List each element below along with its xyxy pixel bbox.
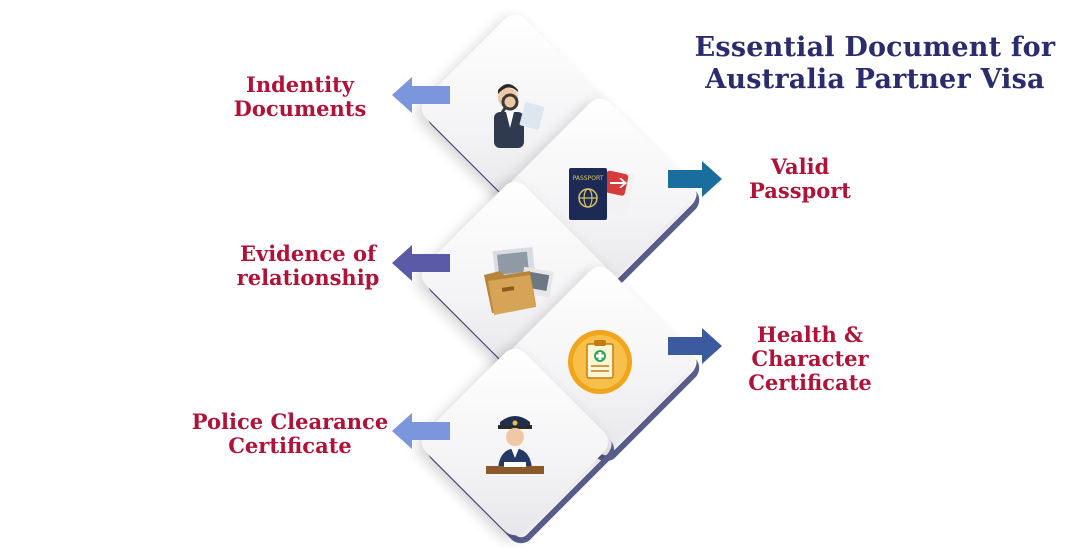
label-line: Certificate <box>228 433 352 458</box>
label-line: Documents <box>233 96 367 121</box>
title-line-1: Essential Document for <box>694 32 1056 63</box>
arrow-right-2 <box>668 161 722 197</box>
label-line: Character <box>751 346 869 371</box>
label-line: Passport <box>749 178 851 203</box>
label-line: Police Clearance <box>191 409 389 434</box>
diamond-police <box>416 343 620 549</box>
page-title: Essential Document for Australia Partner… <box>690 32 1060 96</box>
label-line: Evidence of <box>240 241 376 266</box>
diamond-identity <box>416 9 620 215</box>
label-line: Health & <box>756 322 864 347</box>
label-health-character: Health & Character Certificate <box>735 323 885 395</box>
label-police-clearance: Police Clearance Certificate <box>180 410 400 458</box>
folder-photos-icon <box>484 246 554 315</box>
medical-certificate-icon <box>568 330 632 394</box>
label-identity-documents: Indentity Documents <box>215 73 385 121</box>
diamond-health <box>501 261 705 467</box>
diamond-relationship <box>416 176 620 382</box>
passport-icon: PASSPORT <box>569 167 635 220</box>
label-evidence-relationship: Evidence of relationship <box>218 242 398 290</box>
svg-text:PASSPORT: PASSPORT <box>573 175 604 182</box>
label-line: Certificate <box>748 370 872 395</box>
arrow-left-1 <box>392 77 450 113</box>
arrow-left-3 <box>392 245 450 281</box>
label-line: relationship <box>236 265 380 290</box>
label-valid-passport: Valid Passport <box>730 155 870 203</box>
label-line: Valid <box>770 154 830 179</box>
detective-icon <box>494 84 545 148</box>
arrow-left-5 <box>392 413 450 449</box>
diamond-passport: PASSPORT <box>501 93 705 299</box>
title-line-2: Australia Partner Visa <box>705 64 1045 95</box>
police-officer-icon <box>486 416 544 474</box>
arrow-right-4 <box>668 328 722 364</box>
label-line: Indentity <box>246 72 354 97</box>
